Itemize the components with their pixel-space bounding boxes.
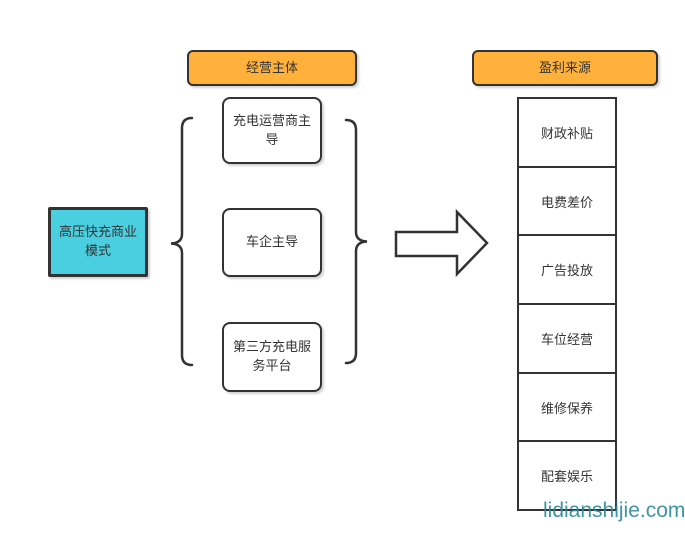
profit-item-subsidy: 财政补贴: [519, 99, 615, 168]
node-business-model: 高压快充商业 模式: [48, 207, 148, 277]
node-operator-third-party: 第三方充电服务平台: [222, 322, 322, 392]
profit-item-maintenance: 维修保养: [519, 373, 615, 443]
profit-item-advertising: 广告投放: [519, 236, 615, 306]
flow-arrow-icon: [394, 208, 489, 278]
node-operator-charging-operator: 充电运营商主导: [222, 97, 322, 164]
profits-header: 盈利来源: [472, 50, 658, 86]
profit-item-entertainment: 配套娱乐: [519, 442, 615, 510]
right-brace-icon: [344, 118, 368, 365]
left-brace-icon: [170, 116, 194, 367]
profit-list: 财政补贴 电费差价 广告投放 车位经营 维修保养 配套娱乐: [517, 97, 617, 511]
operators-header: 经营主体: [187, 50, 357, 86]
watermark: lidianshijie.com: [543, 499, 685, 522]
profit-item-parking: 车位经营: [519, 305, 615, 374]
profit-item-electricity-margin: 电费差价: [519, 167, 615, 237]
node-operator-automaker: 车企主导: [222, 208, 322, 277]
